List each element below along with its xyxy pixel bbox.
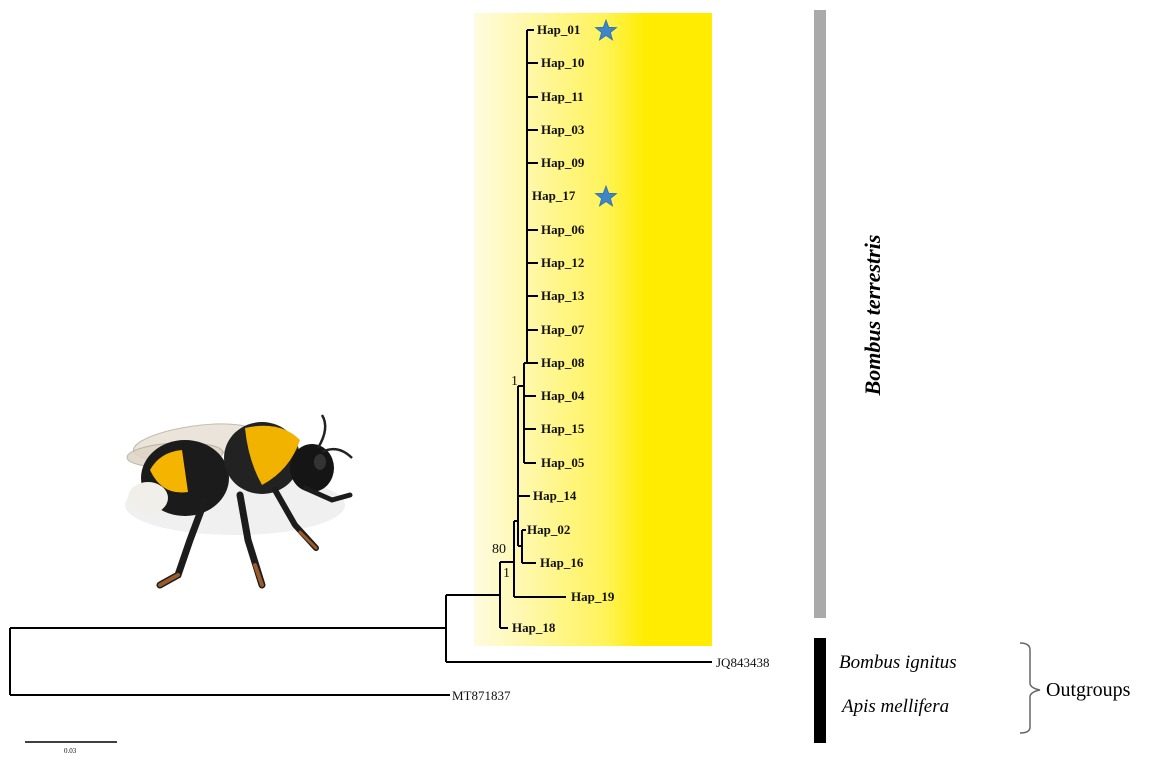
tip-label-hap_07: Hap_07 bbox=[541, 322, 585, 337]
tip-label-hap_06: Hap_06 bbox=[541, 222, 585, 237]
outgroup-bar bbox=[814, 638, 826, 743]
tip-label-hap_09: Hap_09 bbox=[541, 155, 585, 170]
outgroups-label: Outgroups bbox=[1046, 679, 1131, 701]
scale-bar-label: 0.03 bbox=[64, 747, 77, 755]
tip-label-hap_18: Hap_18 bbox=[512, 620, 556, 635]
tip-label-hap_10: Hap_10 bbox=[541, 55, 584, 70]
tip-label-hap_05: Hap_05 bbox=[541, 455, 585, 470]
tip-label-hap_16: Hap_16 bbox=[540, 555, 584, 570]
ingroup-highlight-box bbox=[474, 13, 712, 646]
species-label-apis-mellifera: Apis mellifera bbox=[840, 696, 949, 717]
bumblebee-image bbox=[125, 415, 352, 585]
support-value-1-lower: 1 bbox=[503, 566, 510, 581]
support-value-clade: 1 bbox=[511, 374, 518, 389]
support-value-80: 80 bbox=[492, 542, 506, 557]
tip-label-hap_19: Hap_19 bbox=[571, 589, 615, 604]
tip-label-hap_01: Hap_01 bbox=[537, 22, 580, 37]
ingroup-bar bbox=[814, 10, 826, 618]
tip-label-hap_17: Hap_17 bbox=[532, 188, 576, 203]
tip-label-hap_08: Hap_08 bbox=[541, 355, 585, 370]
clade-label-bombus-terrestris: Bombus terrestris bbox=[860, 235, 885, 397]
tip-label-hap_13: Hap_13 bbox=[541, 288, 585, 303]
tip-label-hap_14: Hap_14 bbox=[533, 488, 577, 503]
tip-label-hap_15: Hap_15 bbox=[541, 421, 585, 436]
tip-label-hap_12: Hap_12 bbox=[541, 255, 584, 270]
tip-label-jq843438: JQ843438 bbox=[716, 655, 769, 670]
tip-label-hap_11: Hap_11 bbox=[541, 89, 584, 104]
species-label-bombus-ignitus: Bombus ignitus bbox=[839, 652, 957, 673]
outgroup-brace bbox=[1020, 643, 1040, 733]
tip-label-hap_03: Hap_03 bbox=[541, 122, 585, 137]
tip-label-hap_02: Hap_02 bbox=[527, 522, 570, 537]
tip-label-mt871837: MT871837 bbox=[452, 688, 511, 703]
tip-label-hap_04: Hap_04 bbox=[541, 388, 585, 403]
